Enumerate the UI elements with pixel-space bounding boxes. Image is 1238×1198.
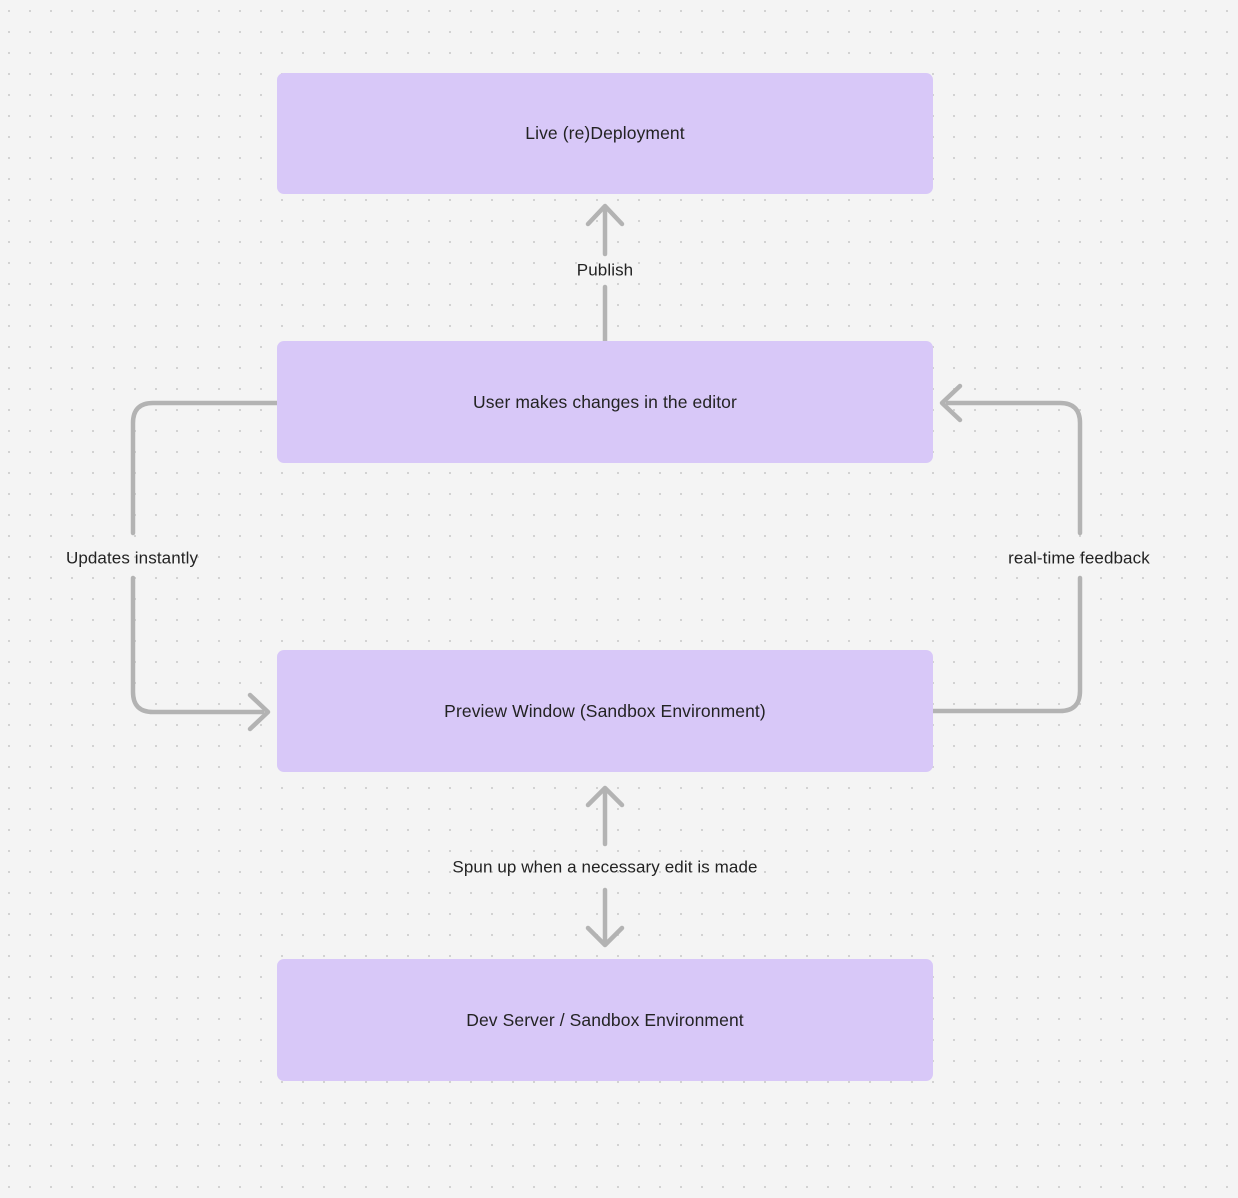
edge-label-spun-up: Spun up when a necessary edit is made [452,857,758,877]
node-label: Preview Window (Sandbox Environment) [444,700,766,721]
node-label: Dev Server / Sandbox Environment [466,1009,744,1030]
edge-label-publish: Publish [576,260,634,280]
node-dev-server[interactable]: Dev Server / Sandbox Environment [277,959,933,1081]
node-user-makes-changes[interactable]: User makes changes in the editor [277,341,933,463]
node-label: Live (re)Deployment [525,123,685,143]
node-live-redeployment[interactable]: Live (re)Deployment [277,73,933,194]
edge-label-real-time-feedback: real-time feedback [1008,548,1150,568]
node-preview-window[interactable]: Preview Window (Sandbox Environment) [277,650,933,772]
node-label: User makes changes in the editor [473,391,737,412]
edge-label-updates-instantly: Updates instantly [65,548,199,568]
